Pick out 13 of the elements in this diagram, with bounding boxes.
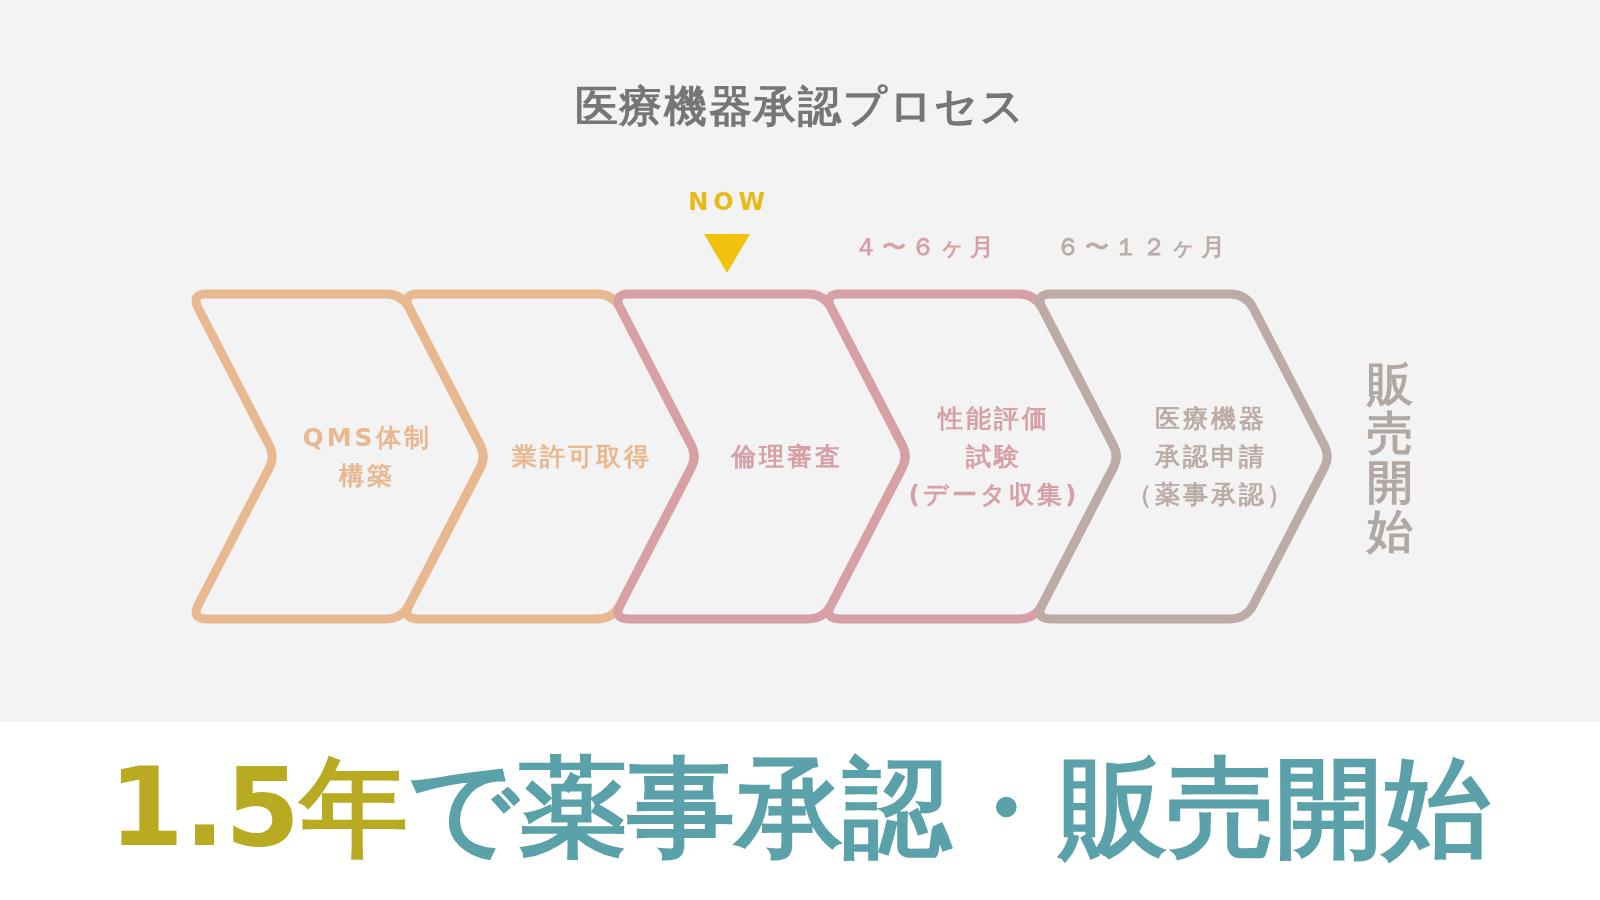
step-note: （薬事承認） [1127,478,1295,511]
step-label: QMS体制構築 [301,421,433,492]
duration-label: ６〜１２ヶ月 [1056,232,1230,263]
duration-label: ４〜６ヶ月 [853,232,999,263]
step-label: 倫理審査 [731,440,843,473]
diagram-title: 医療機器承認プロセス [574,80,1026,133]
end-label: 販売開始 [1365,360,1414,556]
status-label: NOW [688,188,770,216]
step-label: 業許可取得 [512,440,652,473]
step-note: (データ収集) [908,478,1080,511]
step-label: 性能評価試験 [937,402,1051,473]
step-label: 医療機器承認申請 [1154,402,1268,473]
caption-text: 1.5年で薬事承認・販売開始 [108,749,1492,868]
